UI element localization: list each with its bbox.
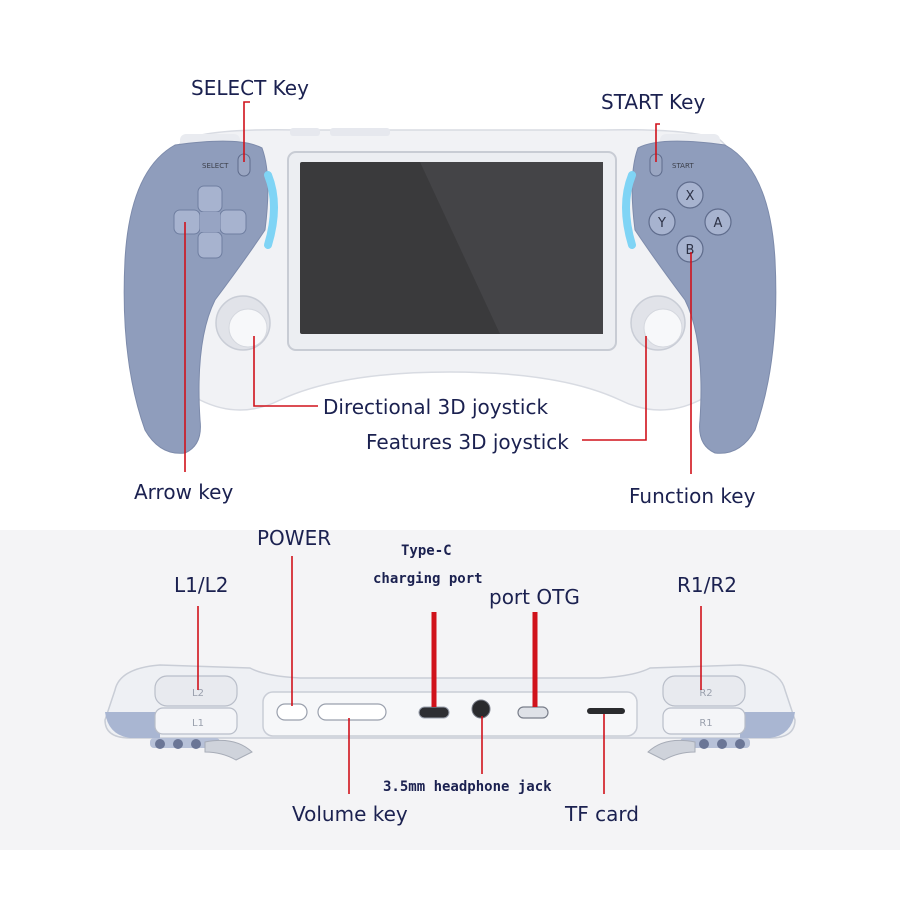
otg-port[interactable] (517, 706, 549, 719)
button-x-label: X (686, 189, 695, 204)
button-y-label: Y (657, 216, 666, 231)
left-joystick[interactable] (215, 295, 271, 351)
dpad-down[interactable] (197, 231, 223, 259)
l1-button[interactable] (154, 707, 238, 735)
volume-rocker[interactable] (317, 703, 387, 721)
button-y[interactable] (648, 208, 676, 236)
right-joystick[interactable] (630, 295, 686, 351)
right-under-buttons (647, 738, 750, 761)
leader-start (655, 123, 660, 162)
button-b[interactable] (676, 235, 704, 263)
start-marking: START (672, 162, 694, 170)
label-features-joystick: Features 3D joystick (366, 430, 569, 454)
port-plate (262, 691, 638, 737)
dpad-left[interactable] (173, 209, 201, 235)
button-a-label: A (714, 216, 723, 231)
dpad-up[interactable] (197, 185, 223, 213)
label-arrow-key: Arrow key (134, 480, 234, 504)
dpad[interactable] (173, 185, 247, 259)
top-leader-lines (184, 101, 692, 474)
label-l1-l2: L1/L2 (174, 573, 229, 597)
right-light-strip (622, 171, 636, 249)
label-directional-joystick: Directional 3D joystick (323, 395, 549, 419)
r2-marking: R2 (699, 688, 712, 699)
leader-select (243, 101, 250, 162)
edge-blue-trim-left (105, 712, 160, 738)
headphone-jack[interactable] (471, 699, 491, 719)
l2-button[interactable] (154, 675, 238, 707)
type-c-port[interactable] (418, 706, 450, 719)
screen-reflection (420, 162, 603, 334)
edge-leader-lines (197, 556, 702, 794)
left-under-buttons (150, 738, 253, 761)
dpad-center (200, 212, 220, 232)
label-function-key: Function key (629, 484, 756, 508)
label-type-c-line2: charging port (373, 571, 483, 587)
console-edge-view: L2 L1 R2 R1 (104, 664, 796, 761)
leader-features-joystick (582, 336, 647, 441)
edge-blue-trim-right (740, 712, 795, 738)
label-start-key: START Key (601, 90, 706, 114)
leader-directional-joystick (253, 336, 318, 407)
shoulder-tab (330, 128, 390, 136)
l1-marking: L1 (192, 718, 204, 729)
r1-marking: R1 (699, 718, 712, 729)
r1-button[interactable] (662, 707, 746, 735)
r2-button[interactable] (662, 675, 746, 707)
shoulder-tab (290, 128, 320, 136)
l2-marking: L2 (192, 688, 204, 699)
label-tf-card: TF card (565, 802, 639, 826)
label-headphone-jack: 3.5mm headphone jack (383, 779, 552, 795)
button-x[interactable] (676, 181, 704, 209)
face-buttons: X Y A B (648, 181, 732, 263)
label-power: POWER (257, 526, 332, 550)
button-a[interactable] (704, 208, 732, 236)
select-marking: SELECT (202, 162, 229, 170)
console-top-view: SELECT START X Y A B (123, 128, 777, 454)
label-port-otg: port OTG (489, 585, 580, 609)
tf-card-slot[interactable] (587, 708, 625, 714)
label-r1-r2: R1/R2 (677, 573, 737, 597)
label-type-c-line1: Type-C (401, 543, 452, 559)
power-button[interactable] (276, 703, 308, 721)
label-select-key: SELECT Key (191, 76, 309, 100)
dpad-right[interactable] (219, 209, 247, 235)
button-b-label: B (686, 243, 695, 258)
label-volume-key: Volume key (292, 802, 408, 826)
left-light-strip (264, 171, 278, 249)
